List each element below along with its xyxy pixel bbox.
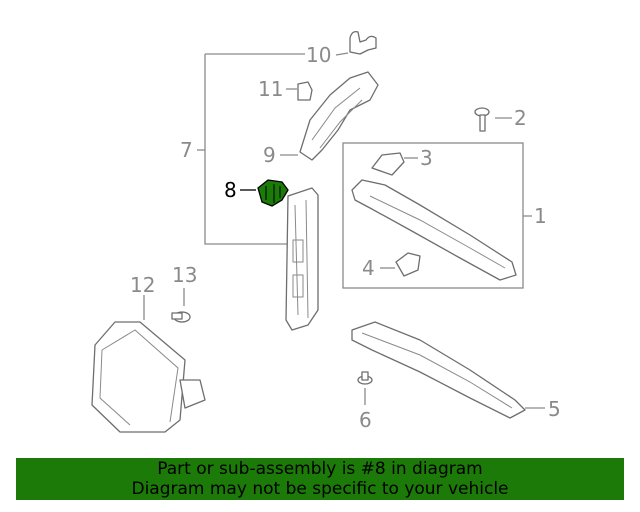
notice-line-2: Diagram may not be specific to your vehi… (131, 479, 509, 499)
part-5-lower-support (351, 321, 526, 419)
callout-8: 8 (224, 178, 237, 202)
notice-line-1: Part or sub-assembly is #8 in diagram (157, 459, 483, 479)
callout-4: 4 (362, 256, 375, 280)
callout-10: 10 (306, 43, 331, 67)
callout-2: 2 (514, 106, 527, 130)
callout-11: 11 (258, 77, 283, 101)
callout-13: 13 (172, 263, 197, 287)
callout-7: 7 (180, 138, 193, 162)
group-bracket-7 (197, 53, 305, 245)
part-11-clip (297, 81, 313, 101)
part-1-upper-support (351, 179, 517, 281)
notice-banner: Part or sub-assembly is #8 in diagram Di… (16, 458, 624, 500)
callout-6: 6 (359, 408, 372, 432)
part-8-highlighted[interactable] (257, 179, 289, 207)
callout-1: 1 (534, 204, 547, 228)
part-10-hook (349, 30, 377, 55)
part-3-bracket (371, 152, 405, 176)
callout-12: 12 (130, 273, 155, 297)
part-13-bolt (171, 311, 191, 323)
part-4-bracket (395, 252, 421, 277)
callout-5: 5 (548, 397, 561, 421)
part-12-sensor-module (91, 321, 206, 433)
part-6-bolt (357, 371, 373, 385)
part-7-vertical-support (285, 187, 319, 331)
part-9-upper-bracket (299, 71, 379, 161)
callout-3: 3 (420, 146, 433, 170)
callout-9: 9 (263, 143, 276, 167)
parts-diagram: 1 2 3 4 5 6 7 8 9 10 11 12 13 (91, 30, 561, 433)
part-2-bolt (474, 107, 490, 132)
